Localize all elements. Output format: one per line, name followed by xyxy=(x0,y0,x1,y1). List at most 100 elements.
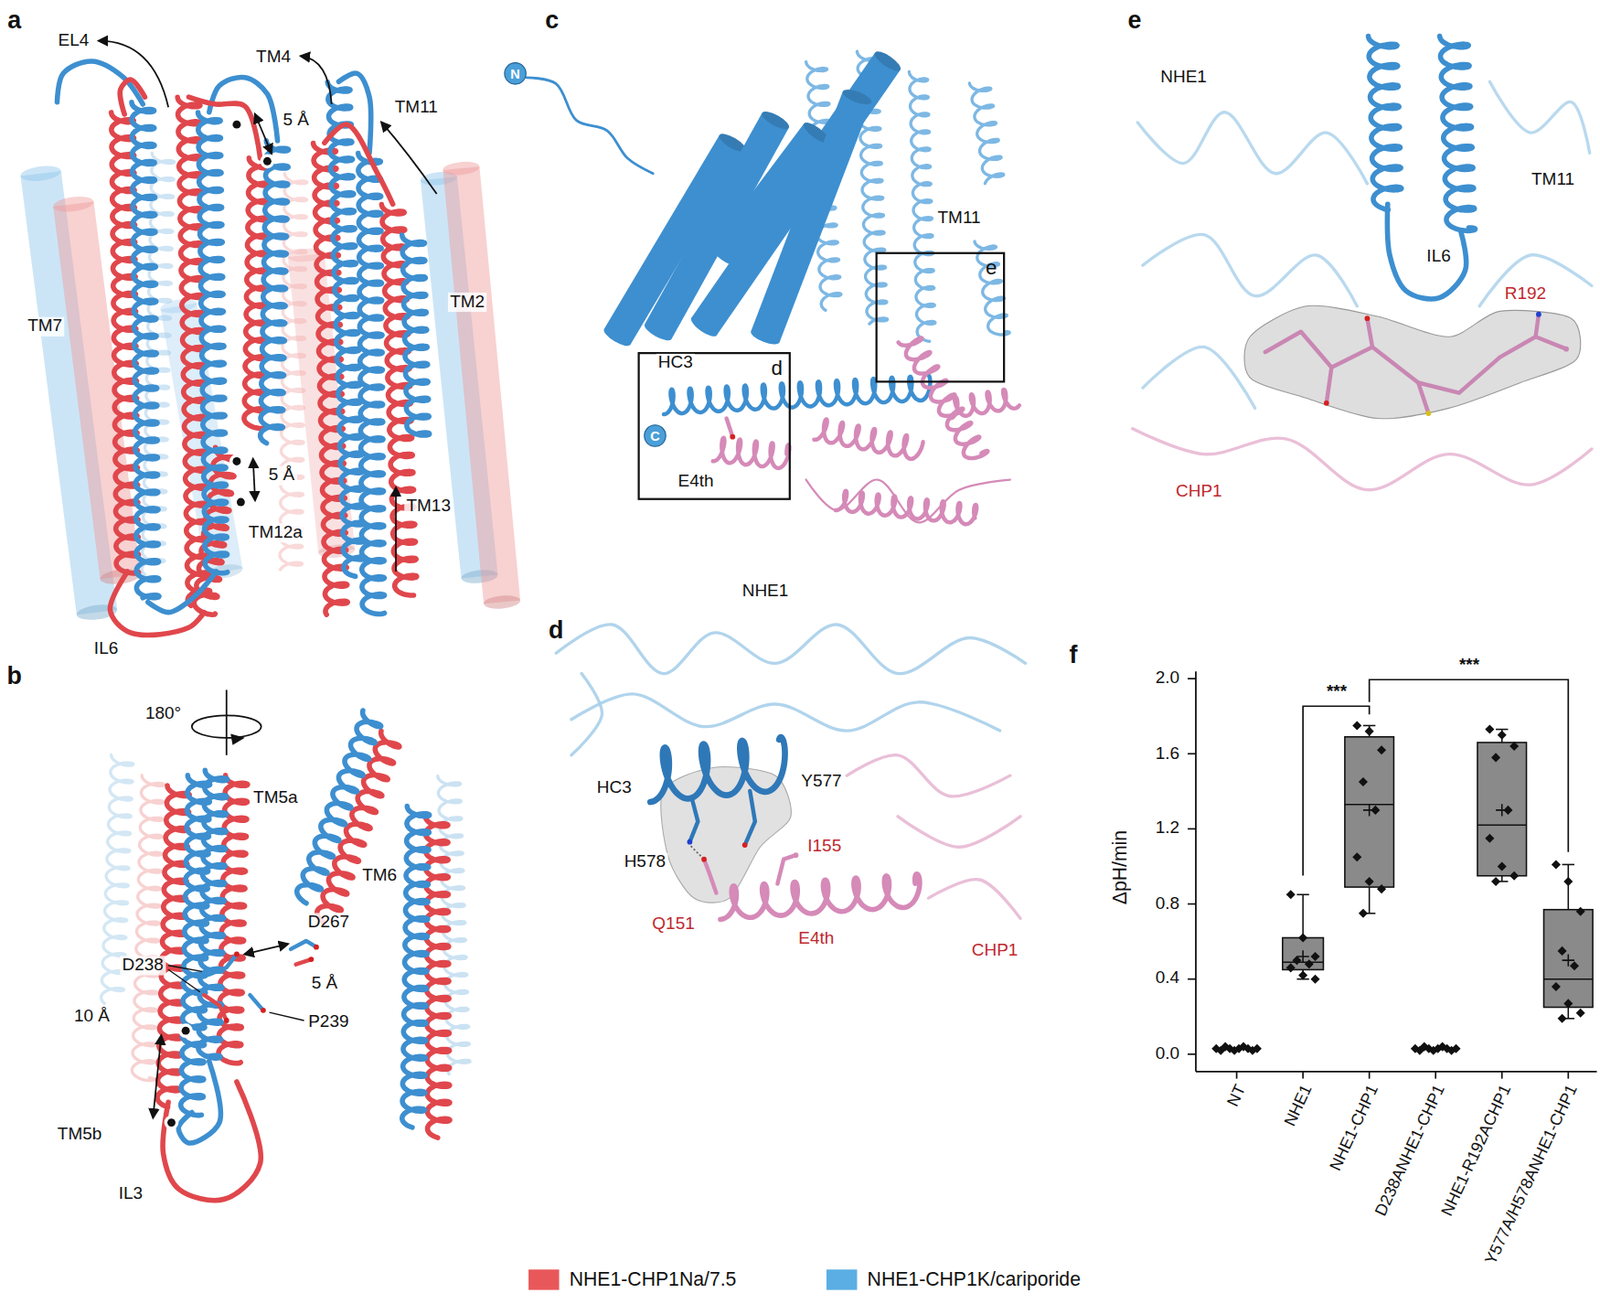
box xyxy=(1544,909,1594,1008)
distance-arrow xyxy=(245,943,288,954)
data-point xyxy=(1286,889,1296,899)
box xyxy=(1282,938,1324,971)
cylinder-end xyxy=(708,241,740,268)
data-point xyxy=(1358,908,1368,918)
loop-ribbon xyxy=(928,879,1021,919)
zoom-box-letter: d xyxy=(771,355,783,379)
helix-ribbon xyxy=(437,776,470,1075)
axis-tick-label: 2.0 xyxy=(1152,669,1182,689)
y-tick xyxy=(1187,978,1196,981)
cylinder-end xyxy=(759,107,792,133)
y-tick xyxy=(1187,752,1196,755)
median xyxy=(1477,824,1527,827)
data-point xyxy=(1365,876,1375,886)
structure-label: HC3 xyxy=(656,353,695,374)
structure-label: TM6 xyxy=(360,865,399,886)
helix-ribbon xyxy=(131,775,164,1081)
y-tick xyxy=(1187,828,1196,831)
loop-ribbon xyxy=(1137,112,1367,184)
atom xyxy=(729,434,736,440)
atom xyxy=(260,1007,267,1014)
data-point xyxy=(1298,970,1308,981)
data-point xyxy=(1509,871,1519,881)
data-point xyxy=(1376,745,1387,755)
data-point xyxy=(1491,876,1501,886)
cylinder-end xyxy=(872,48,904,75)
panel-letter: e xyxy=(1125,7,1143,34)
helix-ribbon xyxy=(1440,36,1476,232)
x-axis xyxy=(1195,1070,1598,1073)
distance-arrow xyxy=(253,458,256,501)
structure-label: 10 Å xyxy=(72,1006,113,1026)
residue-label: CHP1 xyxy=(1173,481,1225,502)
data-point xyxy=(1352,852,1362,862)
helix-ribbon xyxy=(713,437,790,469)
terminus-letter: N xyxy=(510,66,520,81)
data-point xyxy=(1576,1008,1586,1018)
motion-arrow xyxy=(300,55,331,104)
significance-bracket xyxy=(1302,705,1370,875)
structure-label: EL4 xyxy=(55,31,91,51)
data-point xyxy=(1551,981,1561,992)
data-point xyxy=(1311,951,1321,961)
panel-letter: f xyxy=(1066,641,1079,669)
structure-label: TM11 xyxy=(935,208,983,228)
atom xyxy=(793,852,800,858)
structure-label: TM11 xyxy=(1529,170,1578,190)
structure-label: IL6 xyxy=(1424,247,1453,267)
dot-halo xyxy=(229,454,245,470)
structure-label: IL6 xyxy=(92,639,121,659)
data-point xyxy=(1551,859,1561,869)
data-point xyxy=(1557,946,1568,956)
data-point xyxy=(1358,777,1368,787)
structure-label: 5 Å xyxy=(280,110,311,130)
loop-ribbon xyxy=(162,1081,261,1201)
atom xyxy=(234,951,240,958)
data-point xyxy=(1563,998,1573,1008)
panel-c-structure xyxy=(526,48,1020,525)
whisker-cap xyxy=(1495,728,1508,731)
cylinder-end xyxy=(442,160,480,177)
cylinder-end xyxy=(641,319,674,344)
category-label: NHE1-R192ACHP1 xyxy=(1437,1079,1516,1221)
cylinder-end xyxy=(52,194,95,214)
dot-halo xyxy=(260,154,276,170)
residue-stick xyxy=(1265,331,1567,394)
structure-label: 180° xyxy=(143,704,184,725)
structure-label: 5 Å xyxy=(266,466,298,486)
data-point xyxy=(1370,805,1380,815)
data-point xyxy=(1503,805,1513,815)
data-point xyxy=(1569,960,1579,971)
leader-line xyxy=(168,965,203,972)
atom xyxy=(1536,311,1542,318)
y-axis xyxy=(1194,671,1197,1071)
data-point xyxy=(1491,752,1501,762)
data-point xyxy=(1304,959,1314,969)
leader-line xyxy=(269,1012,305,1021)
residue-label: Q151 xyxy=(650,915,697,935)
data-point xyxy=(1376,884,1387,894)
loop-ribbon xyxy=(1386,203,1466,299)
legend-text: NHE1-CHP1Na/7.5 xyxy=(569,1268,737,1291)
cylinder-end xyxy=(841,86,874,108)
axis-title: ΔpH/min xyxy=(1109,828,1131,907)
structure-label: IL3 xyxy=(116,1184,145,1204)
atom xyxy=(224,1017,230,1024)
helix-ribbon xyxy=(402,234,430,436)
helix-ribbon xyxy=(1368,36,1402,211)
helix-ribbon xyxy=(813,418,923,459)
helix-ribbon xyxy=(358,153,385,615)
significance-mark: *** xyxy=(1324,682,1350,702)
helix-cylinder xyxy=(765,96,857,337)
loop-ribbon xyxy=(188,96,260,159)
dot xyxy=(181,1026,191,1035)
residue-stick xyxy=(203,994,227,1021)
structure-label: TM11 xyxy=(393,98,441,118)
legend-item: NHE1-CHP1K/cariporide xyxy=(826,1268,1081,1291)
x-tick xyxy=(1567,1071,1569,1079)
residue-stick xyxy=(1536,314,1539,338)
residue-stick xyxy=(1366,318,1373,347)
residue-stick xyxy=(249,994,264,1011)
x-tick xyxy=(1236,1071,1238,1079)
